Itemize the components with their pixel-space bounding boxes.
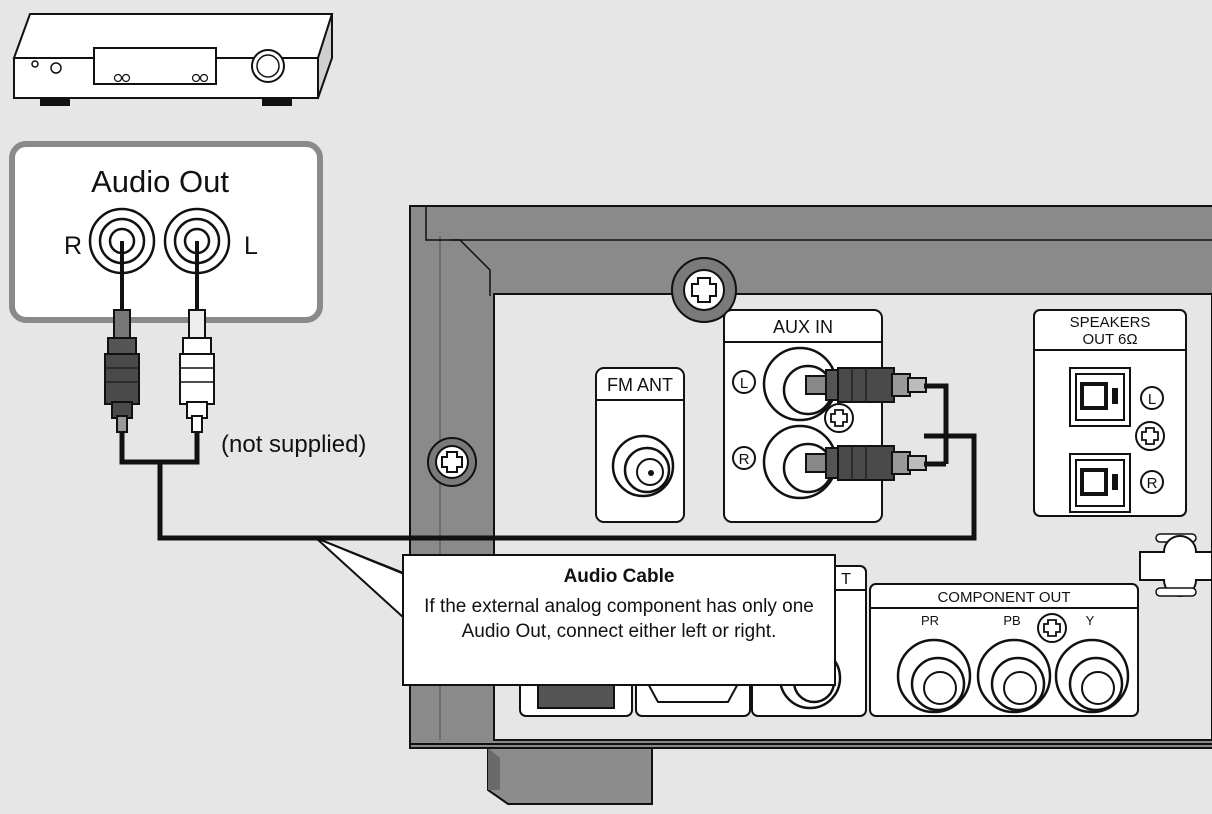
speakers-label-line1: SPEAKERS [1070, 314, 1151, 331]
r-rca-plug [104, 309, 140, 433]
aux-in-section: AUX IN L R [723, 309, 883, 523]
component-y-jack [1054, 638, 1130, 714]
audio-cable-callout: Audio Cable If the external analog compo… [402, 554, 836, 686]
fm-ant-section: FM ANT [595, 367, 685, 523]
component-out-section: COMPONENT OUT PR PB Y [869, 583, 1139, 717]
not-supplied-note: (not supplied) [221, 431, 366, 458]
audio-out-l-label: L [244, 232, 258, 260]
callout-title: Audio Cable [563, 566, 675, 587]
speakers-l-marker: L [1148, 391, 1156, 408]
aux-r-marker: R [739, 451, 750, 468]
hidden-label-fragment: T [841, 571, 851, 588]
main-unit-rear-panel: FM ANT AUX IN L R [409, 205, 1212, 805]
cable-clip-icon [1139, 533, 1212, 597]
top-screw [671, 257, 737, 323]
component-y-label: Y [1086, 613, 1095, 628]
left-screw [427, 437, 477, 487]
audio-out-r-label: R [64, 232, 82, 260]
audio-out-panel: Audio Out R L [9, 141, 323, 323]
speakers-label-line2: OUT 6Ω [1082, 331, 1137, 348]
l-rca-plug [179, 309, 215, 433]
source-cable-wires [120, 241, 199, 312]
aux-l-marker: L [740, 375, 748, 392]
component-pr-label: PR [921, 613, 939, 628]
speakers-section: SPEAKERS OUT 6Ω L R [1033, 309, 1187, 517]
component-pb-label: PB [1003, 613, 1020, 628]
component-pb-jack [976, 638, 1052, 714]
fm-ant-label: FM ANT [607, 375, 673, 395]
callout-pointer [315, 537, 405, 621]
aux-in-label: AUX IN [773, 317, 833, 337]
speakers-r-marker: R [1147, 475, 1158, 492]
audio-cable-path [119, 383, 977, 541]
aux-in-plugs [805, 367, 927, 481]
callout-text: If the external analog component has onl… [424, 596, 814, 642]
external-component-illustration [12, 13, 334, 106]
component-pr-jack [896, 638, 972, 714]
component-out-label: COMPONENT OUT [937, 589, 1070, 606]
audio-out-title: Audio Out [91, 164, 229, 199]
